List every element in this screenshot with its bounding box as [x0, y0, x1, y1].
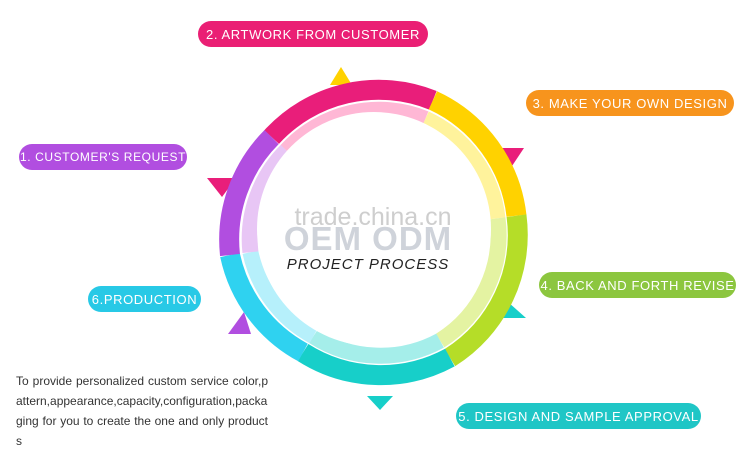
ring-segment-yellow — [428, 91, 527, 218]
step-2-label: 2. ARTWORK FROM CUSTOMER — [198, 21, 428, 47]
inner-segment-lilac — [241, 144, 293, 254]
description-text: To provide personalized custom service c… — [16, 374, 268, 448]
step-1-label: 1. CUSTOMER'S REQUEST — [19, 144, 187, 170]
inner-segment-green — [435, 217, 507, 348]
inner-segment-yellow — [421, 111, 506, 220]
center-subtitle: PROJECT PROCESS — [286, 256, 450, 273]
watermark-text: trade.china.cn — [294, 203, 452, 231]
ring-segment-green — [444, 214, 528, 367]
center-circle — [257, 112, 491, 346]
step-5-label: 5. DESIGN AND SAMPLE APPROVAL — [456, 403, 701, 429]
inner-segment-teal — [309, 329, 444, 364]
step-3-label: 3. MAKE YOUR OWN DESIGN — [526, 90, 734, 116]
inner-ring — [241, 101, 507, 364]
center-title: OEM ODM — [283, 220, 453, 257]
pointer-triangle-left-bottom — [228, 312, 251, 334]
ring-segment-teal — [297, 343, 455, 386]
outer-ring — [219, 79, 528, 386]
step-4-label: 4. BACK AND FORTH REVISE — [539, 272, 736, 298]
pointer-triangle-left — [207, 178, 236, 197]
step-6-label: 6.PRODUCTION — [88, 286, 201, 312]
pointer-triangle-bottom — [367, 396, 393, 410]
ring-segment-cyan — [220, 252, 308, 362]
ring-segment-magenta — [264, 79, 437, 144]
inner-segment-cyan — [242, 250, 318, 344]
inner-segment-pink — [280, 101, 429, 156]
ring-segment-purple — [219, 130, 279, 257]
pointer-triangle-top — [330, 67, 352, 85]
